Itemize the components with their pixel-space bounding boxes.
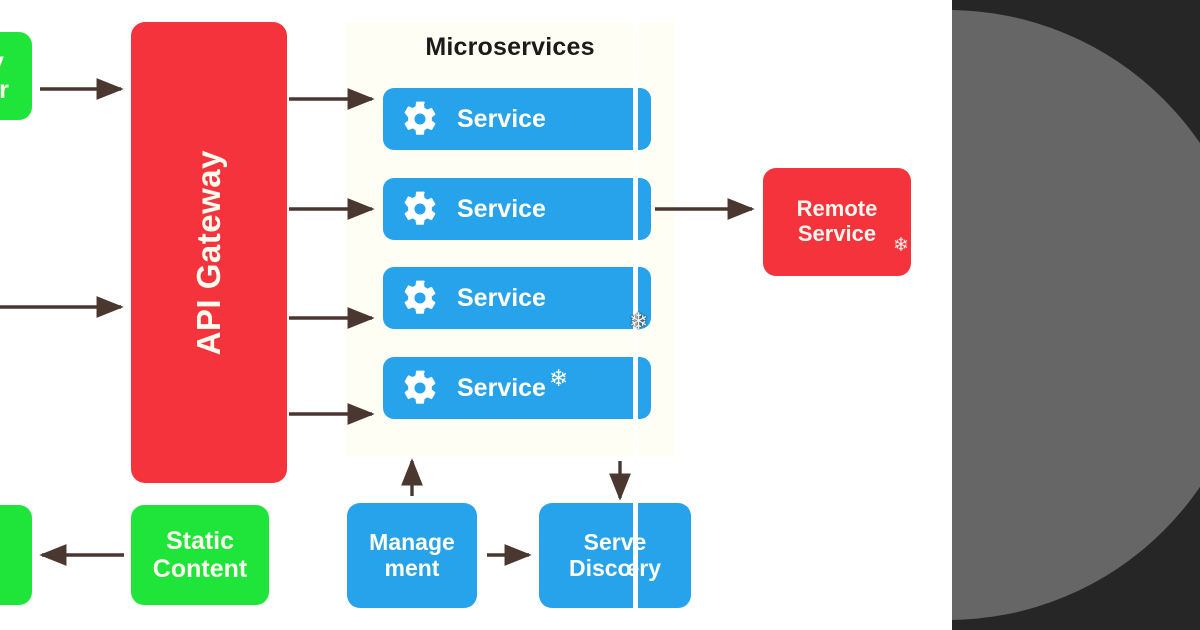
- node-service-4[interactable]: Service: [383, 357, 651, 419]
- static-content-label-line1: Static: [165, 527, 235, 555]
- snowflake-icon: ❄: [629, 308, 649, 334]
- service-2-label: Service: [457, 195, 546, 223]
- gear-icon: [401, 279, 439, 317]
- static-content-label-line2: Content: [152, 555, 248, 583]
- right-dark-panel: [952, 0, 1200, 630]
- service-1-label: Service: [457, 105, 546, 133]
- gray-circle-shape: [952, 10, 1200, 620]
- client-top-label-line1: y: [0, 48, 4, 76]
- node-remote-service[interactable]: Remote Service: [763, 168, 911, 276]
- service-3-label: Service: [457, 284, 546, 312]
- management-label-line1: Manage: [369, 528, 455, 555]
- remote-service-label-line1: Remote: [796, 196, 878, 222]
- node-service-1[interactable]: Service: [383, 88, 651, 150]
- management-label-line2: ment: [384, 554, 440, 581]
- snowflake-icon: ❄: [893, 235, 909, 256]
- service-discovery-label-line2: Discœry: [568, 554, 662, 581]
- node-client-top[interactable]: y er: [0, 32, 32, 120]
- node-service-discovery[interactable]: Serve Discœry: [539, 503, 691, 608]
- gear-icon: [401, 369, 439, 407]
- node-management[interactable]: Manage ment: [347, 503, 477, 608]
- gear-icon: [401, 100, 439, 138]
- node-service-2[interactable]: Service: [383, 178, 651, 240]
- snowflake-icon: ❄: [549, 365, 569, 391]
- vertical-seam-overlay: [633, 0, 638, 630]
- microservices-group-label: Microservices: [425, 33, 595, 61]
- api-gateway-label: API Gateway: [189, 149, 227, 356]
- remote-service-label-line2: Service: [797, 221, 877, 246]
- client-top-label-line2: er: [0, 76, 9, 104]
- node-api-gateway[interactable]: API Gateway: [131, 22, 287, 483]
- node-static-content[interactable]: Static Content: [131, 505, 269, 605]
- node-service-3[interactable]: Service: [383, 267, 651, 329]
- service-4-label: Service: [457, 374, 546, 402]
- gear-icon: [401, 190, 439, 228]
- architecture-diagram: Microservices: [0, 0, 911, 630]
- node-client-bottom[interactable]: [0, 505, 32, 605]
